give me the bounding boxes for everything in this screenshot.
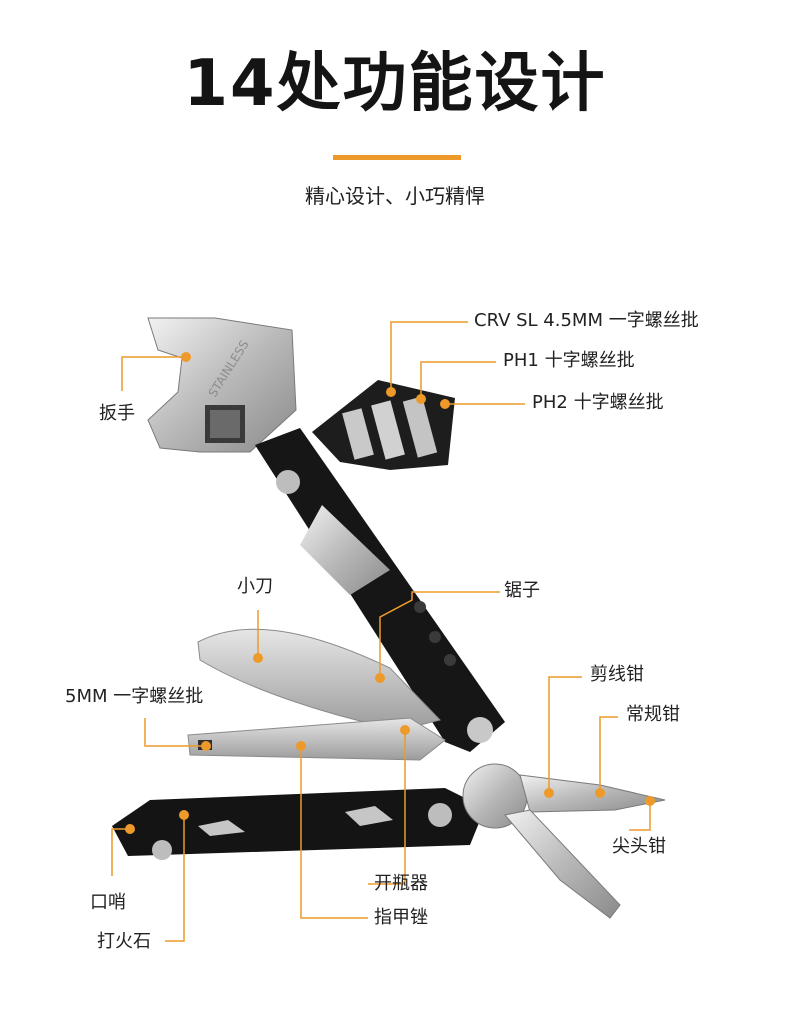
callout-dots [125, 352, 655, 834]
label-flint: 打火石 [97, 931, 151, 952]
label-regular-pliers: 常规钳 [626, 704, 680, 725]
dot-saw [375, 673, 385, 683]
dot-nail-file [296, 741, 306, 751]
handle-lower-part [112, 788, 485, 860]
dot-regular-pliers [595, 788, 605, 798]
label-wire-cutter: 剪线钳 [590, 664, 644, 685]
label-saw: 锯子 [504, 580, 540, 601]
dot-needle-nose [645, 796, 655, 806]
label-nail-file: 指甲锉 [374, 907, 428, 928]
pliers-part [462, 763, 666, 919]
title-underline [333, 155, 461, 160]
label-bottle-opener: 开瓶器 [374, 873, 428, 894]
page-subtitle: 精心设计、小巧精悍 [305, 184, 485, 208]
dot-flint [179, 810, 189, 820]
dot-flat-5mm [201, 741, 211, 751]
label-wrench: 扳手 [99, 403, 135, 424]
label-flat-5mm: 5MM 一字螺丝批 [65, 686, 204, 707]
label-needle-nose: 尖头钳 [612, 836, 666, 857]
file-tool-part [187, 717, 446, 761]
label-whistle: 口哨 [90, 892, 126, 913]
page-title: 14处功能设计 [183, 47, 607, 121]
dot-wrench [181, 352, 191, 362]
wrench-part: STAINLESS [147, 317, 297, 453]
bit-holder-part [312, 380, 455, 470]
dot-bottle-opener [400, 725, 410, 735]
dot-whistle [125, 824, 135, 834]
label-ph1: PH1 十字螺丝批 [503, 350, 635, 371]
label-ph2: PH2 十字螺丝批 [532, 392, 664, 413]
label-knife: 小刀 [237, 576, 273, 597]
handle-upper-part [255, 428, 505, 752]
dot-knife [253, 653, 263, 663]
dot-wire-cutter [544, 788, 554, 798]
dot-ph1 [416, 394, 426, 404]
label-crv-sl: CRV SL 4.5MM 一字螺丝批 [474, 310, 699, 331]
dot-ph2 [440, 399, 450, 409]
dot-crv-sl [386, 387, 396, 397]
